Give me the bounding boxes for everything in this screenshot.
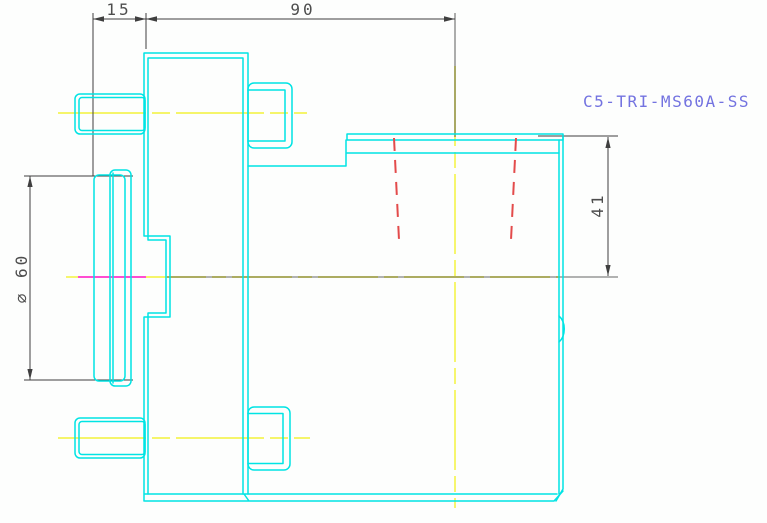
arrow-41-bottom xyxy=(605,265,611,276)
clamp-plate-outline xyxy=(143,52,249,502)
bolt-head-upper-chamfer xyxy=(247,89,286,142)
dim-41-text: 41 xyxy=(588,192,607,217)
dimension-layer xyxy=(24,13,618,381)
centerline-layer xyxy=(58,66,560,508)
bolt-head-upper xyxy=(247,82,293,149)
body-shoulder xyxy=(247,139,347,167)
arrow-15-right xyxy=(135,16,146,22)
bolt-lower xyxy=(74,417,146,459)
arrow-15-left xyxy=(93,16,104,22)
arrow-dia60-bottom xyxy=(27,369,33,380)
arrow-90-left xyxy=(146,16,157,22)
bolt-upper-outline xyxy=(74,93,146,135)
ferrule-lip xyxy=(346,133,564,154)
bolt-head-lower xyxy=(247,406,291,471)
dim-dia60-text: ⌀ 60 xyxy=(12,253,31,304)
bolt-head-upper-outline xyxy=(247,82,293,149)
hidden-hole-right xyxy=(510,137,517,241)
text-layer: 15 90 ⌀ 60 41 C5-TRI-MS60A-SS xyxy=(12,0,750,304)
arrow-90-right xyxy=(444,16,455,22)
dim-90-text: 90 xyxy=(290,0,315,19)
part-label: C5-TRI-MS60A-SS xyxy=(583,92,750,111)
bolt-head-lower-outline xyxy=(247,406,291,471)
dim-15-text: 15 xyxy=(106,0,131,19)
bolt-head-lower-chamfer xyxy=(247,412,284,465)
part-geometry-layer xyxy=(74,52,565,502)
bolt-upper-inner xyxy=(78,96,146,132)
bolt-upper xyxy=(74,93,146,135)
arrow-dia60-top xyxy=(27,176,33,187)
flange-cap-outline xyxy=(109,169,132,387)
bolt-lower-inner xyxy=(78,420,146,456)
hidden-line-layer xyxy=(393,137,517,241)
arrow-41-top xyxy=(605,137,611,148)
body-side-tab xyxy=(558,315,565,343)
body-bottom-edge xyxy=(144,490,564,502)
hidden-hole-left xyxy=(393,137,400,241)
